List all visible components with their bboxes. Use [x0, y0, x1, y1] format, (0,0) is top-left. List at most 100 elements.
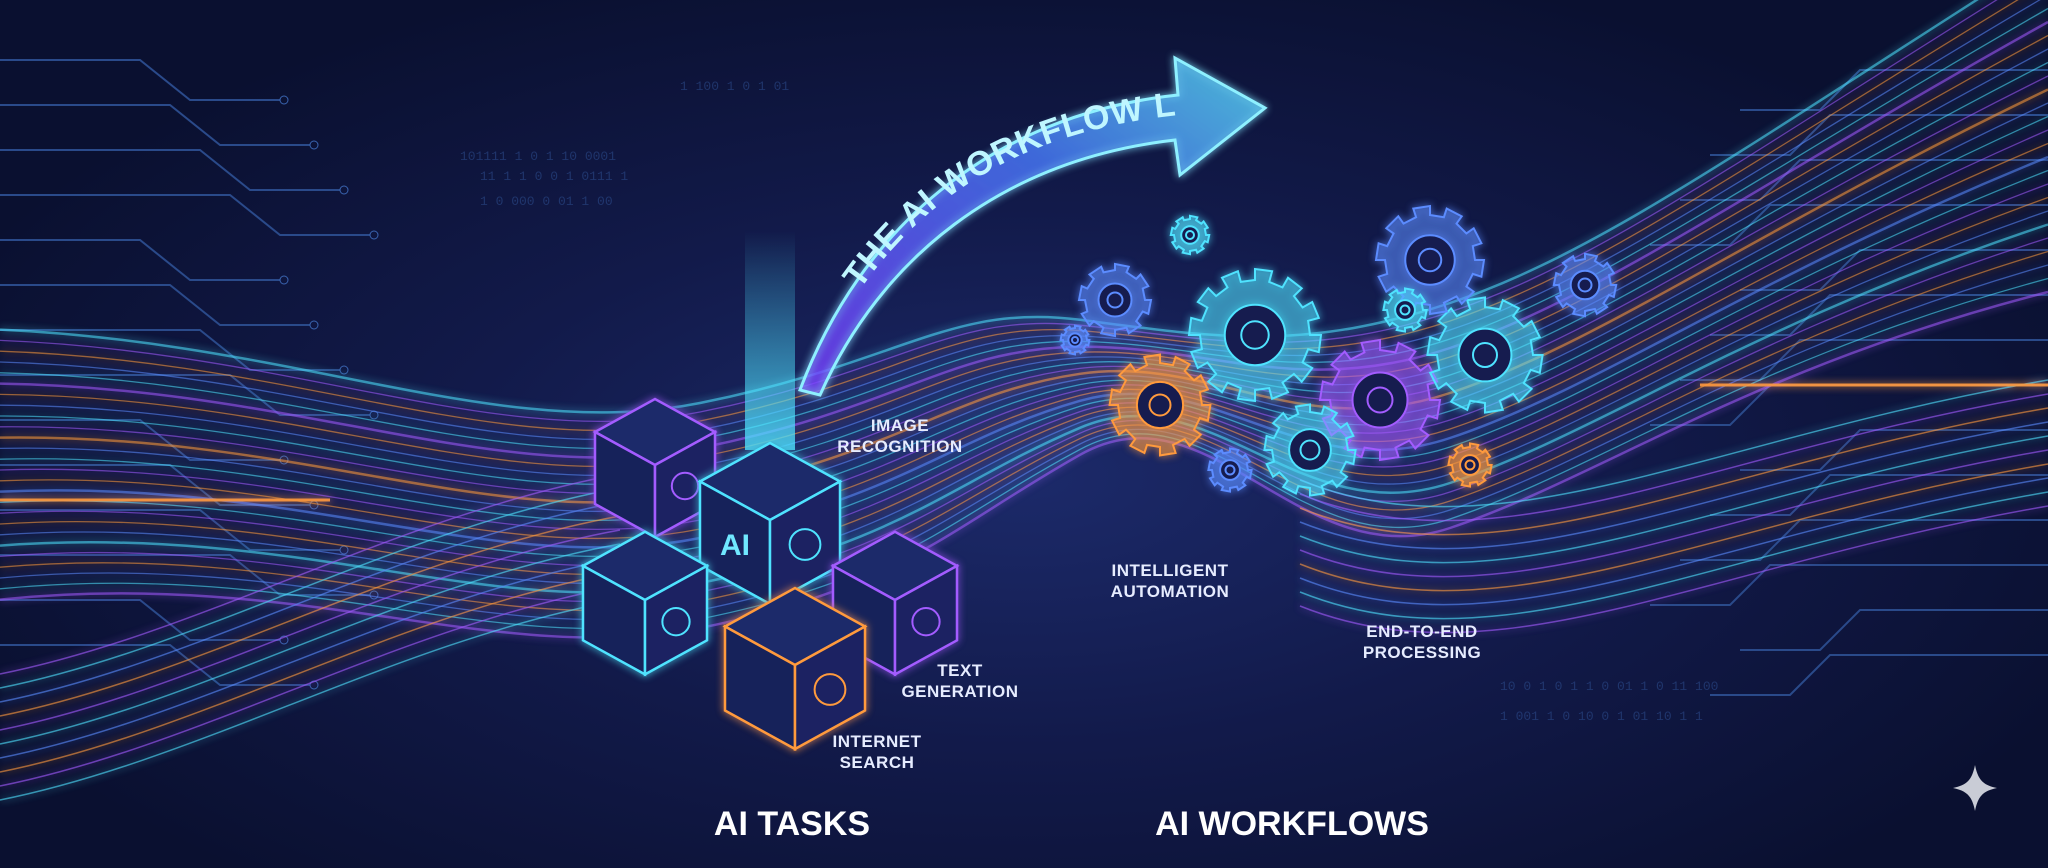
ai-task-cubes: AI: [580, 397, 960, 752]
cube-badge: AI: [720, 529, 750, 562]
circuit-trace: [1680, 339, 2048, 381]
flow-line: [0, 155, 2048, 549]
label-line: IMAGE: [871, 416, 929, 435]
flow-line: [1299, 491, 2048, 620]
binary-row: 1 001 1 0 10 0 1 01 10 1 1: [1500, 709, 1703, 724]
circuit-trace: [0, 284, 310, 326]
circuit-node: [339, 185, 349, 195]
chip-icon: [788, 528, 822, 561]
label-line: SEARCH: [840, 753, 915, 772]
flow-line: [1299, 421, 2048, 550]
light-beam: [745, 230, 795, 450]
circuit-trace: [0, 329, 340, 371]
ai-tasks-title: AI TASKS: [714, 805, 870, 843]
circuit-trace: [1680, 519, 2048, 561]
gear-icon: [1263, 403, 1357, 497]
flow-line: [0, 48, 2048, 476]
label-line: INTERNET: [833, 732, 922, 751]
headline: THE AI WORKFLOW LEAP: [0, 0, 1178, 295]
flow-line: [0, 0, 1979, 414]
flow-line: [0, 571, 621, 773]
gear-icon: [1108, 353, 1212, 457]
flow-line: [0, 61, 2048, 485]
label-line: PROCESSING: [1363, 643, 1481, 662]
gear-icon: [1187, 267, 1323, 403]
text-lines-icon: [911, 607, 941, 637]
circuit-trace: [1710, 474, 2048, 516]
circuit-node: [369, 230, 379, 240]
gear-icon: [1552, 252, 1618, 318]
binary-row: 101111 1 0 1 10 0001: [460, 149, 616, 164]
circuit-node: [339, 365, 349, 375]
label-line: RECOGNITION: [837, 437, 962, 456]
circuit-node: [279, 95, 289, 105]
flow-line: [0, 0, 2019, 431]
gear-icon: [1447, 442, 1493, 488]
circuit-trace: [0, 239, 280, 281]
circuit-trace: [0, 149, 340, 191]
flow-line: [0, 529, 621, 731]
label-line: TEXT: [937, 661, 983, 680]
circuit-node: [309, 500, 319, 510]
flow-line: [1299, 435, 2048, 564]
label-line: AUTOMATION: [1111, 582, 1230, 601]
data-flow-streams: [0, 0, 2048, 801]
circuit-trace: [0, 554, 370, 596]
flow-line: [0, 7, 2048, 449]
flow-line: [0, 487, 621, 689]
flow-line: [0, 237, 2048, 603]
search-icon: [813, 673, 847, 706]
flow-line: [1299, 393, 2048, 522]
flow-line: [1299, 463, 2048, 592]
label-intelligent-automation: INTELLIGENT AUTOMATION: [1111, 561, 1230, 601]
circuit-node: [279, 635, 289, 645]
label-internet-search: INTERNET SEARCH: [833, 732, 922, 772]
circuit-node: [279, 275, 289, 285]
circuit-node: [369, 590, 379, 600]
label-end-to-end-processing: END-TO-END PROCESSING: [1363, 622, 1481, 662]
flow-line: [1299, 449, 2048, 578]
flow-line: [0, 210, 2048, 585]
gear-icon: [1426, 296, 1544, 414]
gear-icon: [1207, 447, 1253, 493]
flow-line: [0, 599, 621, 801]
circuit-trace: [1710, 654, 2048, 696]
binary-row: 10 0 1 0 1 1 0 01 1 0 11 100: [1500, 679, 1718, 694]
flow-line: [0, 223, 2048, 594]
flow-line: [0, 515, 621, 717]
task-cube: [722, 586, 868, 752]
gear-icon: [1374, 204, 1486, 316]
flow-line: [1299, 477, 2048, 606]
label-line: END-TO-END: [1366, 622, 1477, 641]
binary-row: 1 100 1 0 1 01: [680, 79, 789, 94]
flow-line: [1299, 407, 2048, 536]
circuit-trace: [1740, 609, 2048, 651]
label-image-recognition: IMAGE RECOGNITION: [837, 416, 962, 456]
flow-line: [0, 264, 2048, 621]
gear-icon: [1059, 324, 1091, 356]
circuit-trace: [0, 194, 370, 236]
circuit-trace: [0, 374, 370, 416]
workflow-gears: [1059, 204, 1618, 497]
circuit-node: [339, 545, 349, 555]
flow-line: [0, 75, 2048, 495]
flow-line: [0, 543, 621, 745]
circuit-node: [309, 320, 319, 330]
circuit-trace: [0, 599, 280, 641]
magnifier-icon: [670, 471, 700, 501]
circuit-trace: [0, 419, 280, 461]
document-icon: [661, 607, 691, 637]
flow-line: [0, 290, 2048, 639]
sparkle-icon: [1953, 765, 1997, 811]
circuit-trace: [0, 104, 310, 146]
circuit-trace: [1740, 69, 2048, 111]
flow-line: [0, 585, 621, 787]
flow-line: [0, 196, 2048, 576]
binary-row: 1 0 000 0 01 1 00: [480, 194, 613, 209]
flow-line: [0, 0, 1998, 422]
flow-line: [0, 473, 621, 675]
flow-line: [0, 115, 2048, 522]
gear-icon: [1382, 287, 1428, 333]
